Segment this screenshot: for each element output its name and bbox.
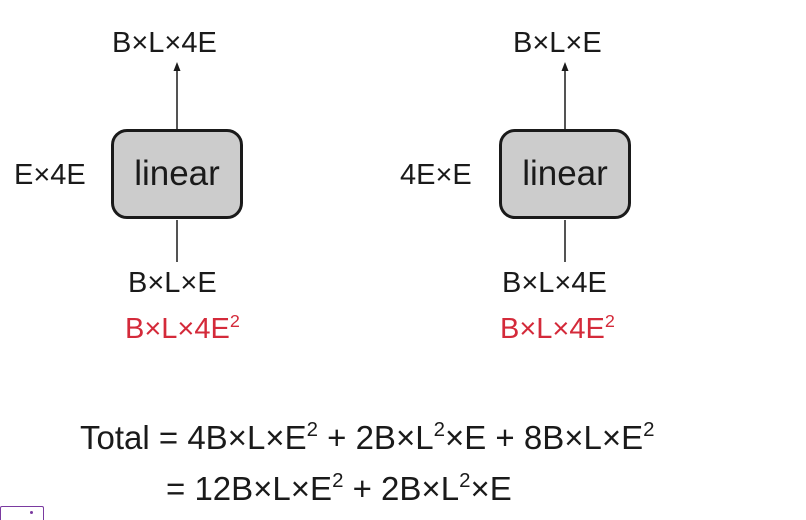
right-connectors — [561, 62, 569, 262]
right-weight-shape: 4E×E — [400, 159, 472, 191]
left-linear-label: linear — [134, 154, 220, 193]
formula-2-exp-1: 2 — [332, 469, 344, 493]
left-flops: B×L×4E2 — [125, 310, 240, 349]
formula-2-term-1: = 12B×L×E — [166, 470, 333, 507]
right-input-shape: B×L×4E — [502, 267, 607, 299]
formula-2-exp-2: 2 — [459, 469, 471, 493]
left-output-shape: B×L×4E — [112, 27, 217, 59]
formula-1-term-2: + 2B×L — [317, 419, 434, 456]
formula-2-term-2: + 2B×L — [343, 470, 460, 507]
right-linear-label: linear — [522, 154, 608, 193]
right-output-arrowhead — [561, 62, 569, 71]
left-flops-base: B×L×4E — [125, 313, 230, 345]
left-input-shape: B×L×E — [128, 267, 217, 299]
left-weight-shape: E×4E — [14, 159, 86, 191]
formula-1-exp-3: 2 — [643, 418, 655, 442]
formula-1-term-1: Total = 4B×L×E — [80, 419, 307, 456]
right-flops-base: B×L×4E — [500, 313, 605, 345]
left-linear-box: linear — [111, 129, 243, 219]
right-flops: B×L×4E2 — [500, 310, 615, 349]
corner-widget-dot-icon — [30, 511, 33, 514]
right-flops-exponent: 2 — [604, 310, 615, 331]
right-linear-box: linear — [499, 129, 631, 219]
formula-2-term-3: ×E — [470, 470, 512, 507]
total-formula-line-2: = 12B×L×E2 + 2B×L2×E — [166, 469, 512, 514]
left-output-arrowhead — [173, 62, 181, 71]
formula-1-term-3: ×E + 8B×L×E — [444, 419, 644, 456]
left-connectors — [173, 62, 181, 262]
total-formula-line-1: Total = 4B×L×E2 + 2B×L2×E + 8B×L×E2 — [80, 418, 655, 463]
right-output-shape: B×L×E — [513, 27, 602, 59]
formula-1-exp-2: 2 — [433, 418, 445, 442]
corner-widget[interactable] — [0, 506, 44, 520]
formula-1-exp-1: 2 — [306, 418, 318, 442]
left-flops-exponent: 2 — [229, 310, 240, 331]
